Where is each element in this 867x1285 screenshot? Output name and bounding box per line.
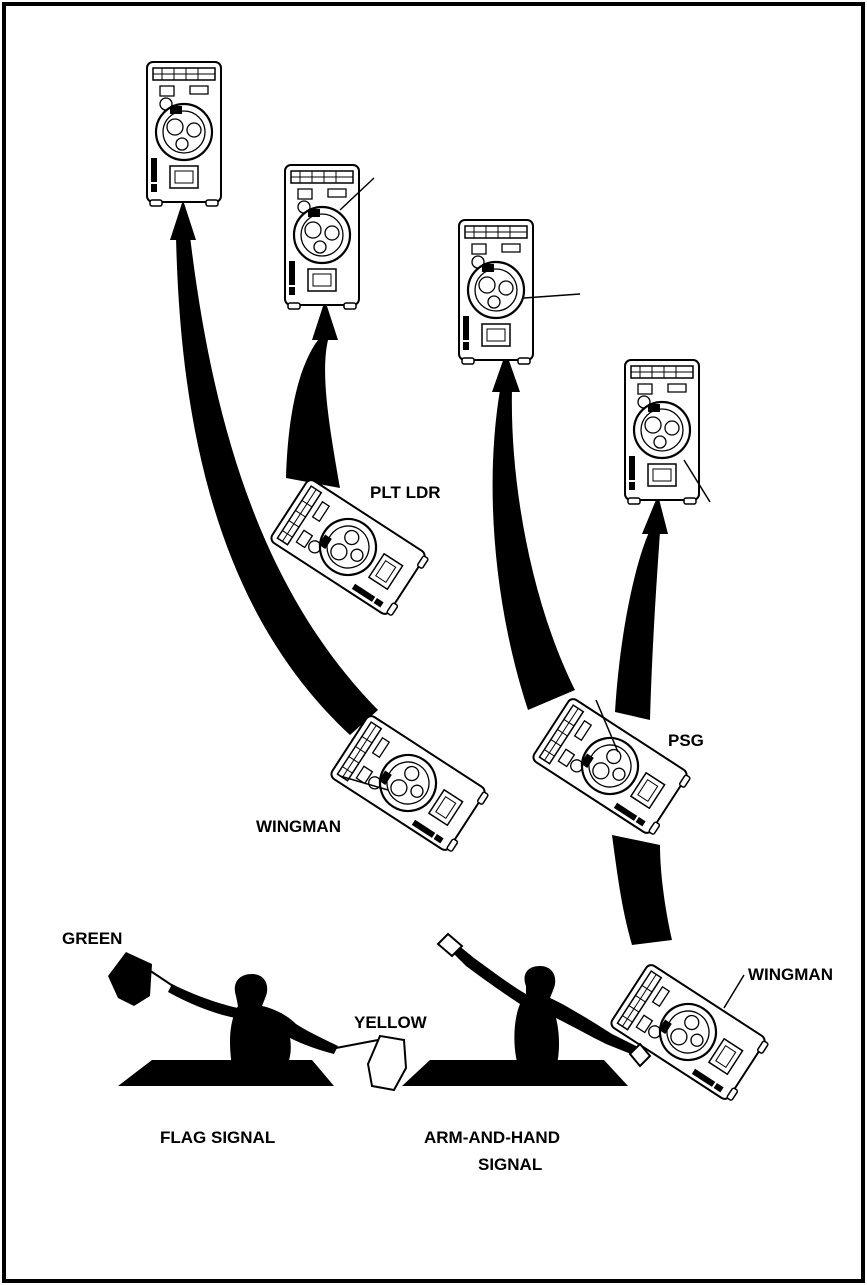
turret-base [402, 1060, 628, 1086]
arrowhead-icon [170, 200, 196, 240]
curved-arrow-icon [612, 835, 672, 945]
curved-arrow-icon [176, 236, 378, 735]
psg-label: PSG [668, 731, 704, 750]
arm-and-hand-label: ARM-AND-HAND [424, 1128, 560, 1147]
soldier-silhouette-icon [446, 940, 640, 1068]
flag-signal-label: FLAG SIGNAL [160, 1128, 275, 1147]
signal-flag-icon [366, 1034, 408, 1092]
arrowhead-icon [492, 352, 520, 392]
flag-signal-figure [108, 952, 408, 1092]
arrowhead-icon [312, 300, 338, 340]
wingman-left-label: WINGMAN [256, 817, 341, 836]
tank-top-view-icon [283, 163, 361, 311]
movement-arrows [170, 200, 672, 945]
tank-top-view-icon [457, 218, 535, 366]
tanks [145, 60, 772, 1105]
tank-top-view-icon [608, 961, 772, 1105]
arm-and-hand-signal-figure [402, 932, 652, 1086]
arrowhead-icon [642, 495, 668, 534]
tank-top-view-icon [623, 358, 701, 506]
hand-icon [628, 1042, 652, 1068]
wingman-right-label: WINGMAN [748, 965, 833, 984]
curved-arrow-icon [286, 335, 340, 488]
soldier-silhouette-icon [230, 974, 338, 1068]
yellow-label: YELLOW [354, 1013, 428, 1032]
tank-top-view-icon [530, 695, 694, 839]
signal-flag-icon [108, 952, 152, 1006]
hand-icon [436, 932, 464, 958]
curved-arrow-icon [492, 390, 575, 710]
tank-top-view-icon [145, 60, 223, 208]
turret-base [118, 1060, 334, 1086]
green-label: GREEN [62, 929, 122, 948]
arm-and-hand-signal-label: SIGNAL [478, 1155, 542, 1174]
plt-ldr-label: PLT LDR [370, 483, 441, 502]
curved-arrow-icon [615, 530, 660, 720]
tank-top-view-icon [328, 712, 492, 856]
